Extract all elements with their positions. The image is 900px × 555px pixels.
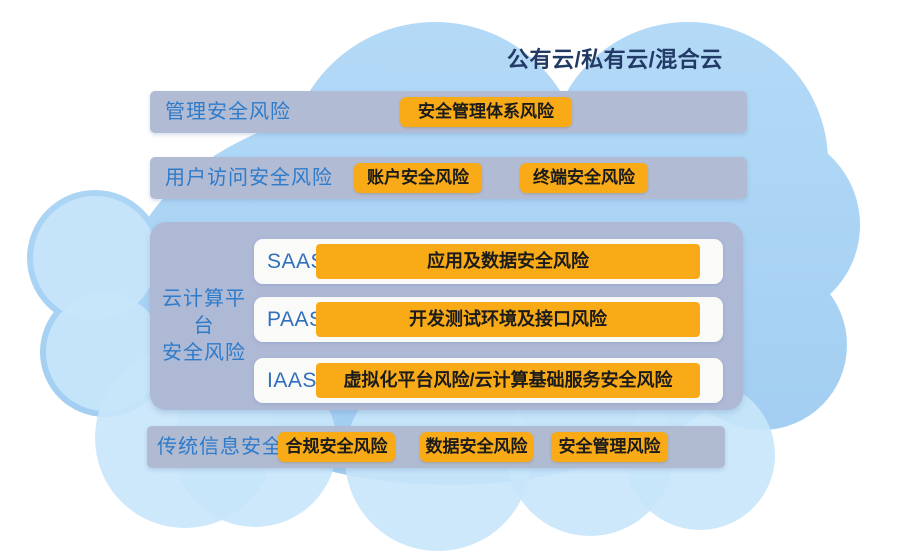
band-traditional: 传统信息安全 合规安全风险 数据安全风险 安全管理风险 xyxy=(147,426,725,468)
tier-bar-paas-risk: 开发测试环境及接口风险 xyxy=(316,302,700,337)
badge-security-management-system-risk: 安全管理体系风险 xyxy=(400,97,572,127)
band-management-label: 管理安全风险 xyxy=(165,101,291,123)
panel-label-line2: 安全风险 xyxy=(162,342,246,364)
tier-row-saas: SAAS 应用及数据安全风险 xyxy=(254,239,723,284)
badge-compliance-security-risk: 合规安全风险 xyxy=(278,432,395,462)
panel-label-line1: 云计算平台 xyxy=(162,288,246,337)
tier-label-saas: SAAS xyxy=(267,250,326,273)
band-user-access-label: 用户访问安全风险 xyxy=(165,167,333,189)
band-traditional-label: 传统信息安全 xyxy=(157,436,283,458)
tier-row-paas: PAAS 开发测试环境及接口风险 xyxy=(254,297,723,342)
badge-terminal-security-risk: 终端安全风险 xyxy=(520,163,648,193)
tier-label-paas: PAAS xyxy=(267,308,324,331)
panel-cloud-platform-label: 云计算平台 安全风险 xyxy=(152,286,256,367)
tier-label-iaas: IAAS xyxy=(267,369,317,392)
panel-cloud-platform: 云计算平台 安全风险 SAAS 应用及数据安全风险 PAAS 开发测试环境及接口… xyxy=(150,222,743,410)
tier-bar-saas-risk: 应用及数据安全风险 xyxy=(316,244,700,279)
tier-row-iaas: IAAS 虚拟化平台风险/云计算基础服务安全风险 xyxy=(254,358,723,403)
diagram-title: 公有云/私有云/混合云 xyxy=(507,47,723,72)
tier-bar-iaas-risk: 虚拟化平台风险/云计算基础服务安全风险 xyxy=(316,363,700,398)
badge-data-security-risk: 数据安全风险 xyxy=(420,432,533,462)
badge-security-management-risk: 安全管理风险 xyxy=(551,432,668,462)
badge-account-security-risk: 账户安全风险 xyxy=(354,163,482,193)
band-user-access: 用户访问安全风险 账户安全风险 终端安全风险 xyxy=(150,157,747,199)
band-management: 管理安全风险 安全管理体系风险 xyxy=(150,91,747,133)
